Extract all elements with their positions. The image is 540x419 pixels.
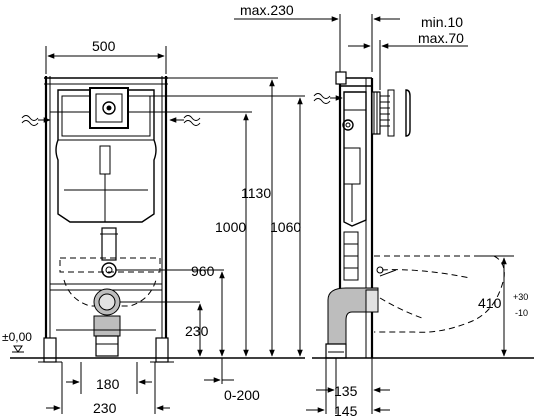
width-500-label: 500 xyxy=(92,38,116,54)
dim-width-500 xyxy=(45,46,167,74)
floor-level-label: ±0,00 xyxy=(2,330,32,344)
frame-left-upright xyxy=(44,76,51,358)
flush-plate xyxy=(89,87,129,129)
range-0-200-label: 0-200 xyxy=(224,387,260,403)
spacing-180-label: 180 xyxy=(96,376,120,392)
height-960-label: 960 xyxy=(191,263,215,279)
side-flush-pipe xyxy=(343,231,384,281)
min-10-label: min.10 xyxy=(421,14,463,30)
max-70-label: max.70 xyxy=(418,30,464,46)
water-inlet-left xyxy=(21,115,51,126)
floor-level-symbol xyxy=(12,345,24,353)
side-cistern xyxy=(342,91,367,227)
side-view: max.230 min.10 max.70 xyxy=(234,2,534,419)
spacing-230-label: 230 xyxy=(93,400,117,416)
water-inlet-right xyxy=(169,115,201,126)
frame-right-upright xyxy=(161,76,168,358)
waste-connection xyxy=(49,283,163,357)
wc-pan-outline xyxy=(59,257,161,307)
dim-range-0-200 xyxy=(204,358,234,384)
front-view: ±0,00 500 1130 1060 1000 xyxy=(2,38,305,416)
height-410-label: 410 xyxy=(478,295,502,311)
height-1060-label: 1060 xyxy=(270,219,301,235)
side-waste-bend xyxy=(325,287,379,359)
side-flush-plate xyxy=(371,89,411,137)
frame-feet xyxy=(38,337,174,363)
flush-pipe xyxy=(100,227,118,278)
height-230-label: 230 xyxy=(185,323,209,339)
depth-max-230-label: max.230 xyxy=(240,2,294,18)
side-water-inlet xyxy=(313,93,343,104)
height-1000-label: 1000 xyxy=(215,219,246,235)
tolerance-minus-label: -10 xyxy=(515,308,528,318)
depth-135-label: 135 xyxy=(334,383,358,399)
tolerance-plus-label: +30 xyxy=(513,292,528,302)
depth-145-label: 145 xyxy=(334,403,358,419)
